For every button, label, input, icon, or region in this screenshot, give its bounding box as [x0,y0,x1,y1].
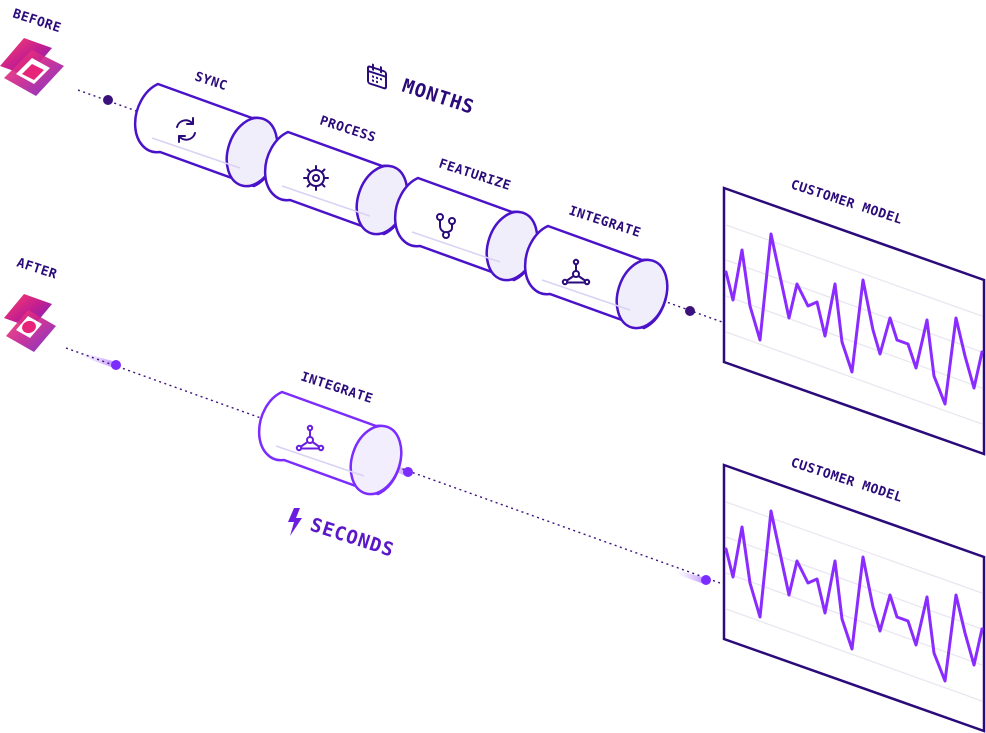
network-icon [295,424,325,452]
after-mid-dot [403,467,413,477]
stage-integrate-before-label: INTEGRATE [567,204,643,241]
branch-icon [436,213,456,239]
stage-sync-label: SYNC [193,70,229,95]
stage-featurize: FEATURIZE [393,157,539,282]
network-icon [561,258,591,286]
before-end-dot [685,306,695,316]
stage-process-label: PROCESS [318,114,378,146]
after-start-dot [111,360,121,370]
stage-process: PROCESS [263,114,409,236]
customer-model-bottom-signal [724,509,984,683]
customer-model-panel-bottom: CUSTOMER MODEL [722,456,986,733]
seconds-label: SECONDS [307,514,397,562]
stage-sync: SYNC [133,70,279,188]
lightning-bolt-icon [288,508,302,536]
logo-before-icon [0,38,64,96]
months-label: MONTHS [399,75,477,119]
after-label: AFTER [15,256,59,283]
logo-after-icon [4,294,56,352]
sync-icon [176,117,196,143]
stage-integrate-before: INTEGRATE [523,204,669,330]
after-end-glow [676,570,706,584]
before-label: BEFORE [11,7,63,37]
gear-icon [303,165,329,191]
calendar-icon [367,63,387,90]
customer-model-panel-top: CUSTOMER MODEL [722,178,986,456]
customer-model-top-signal [724,232,984,406]
before-start-dot [103,95,113,105]
stage-integrate-after: INTEGRATE [257,370,403,496]
after-end-dot [701,575,711,585]
